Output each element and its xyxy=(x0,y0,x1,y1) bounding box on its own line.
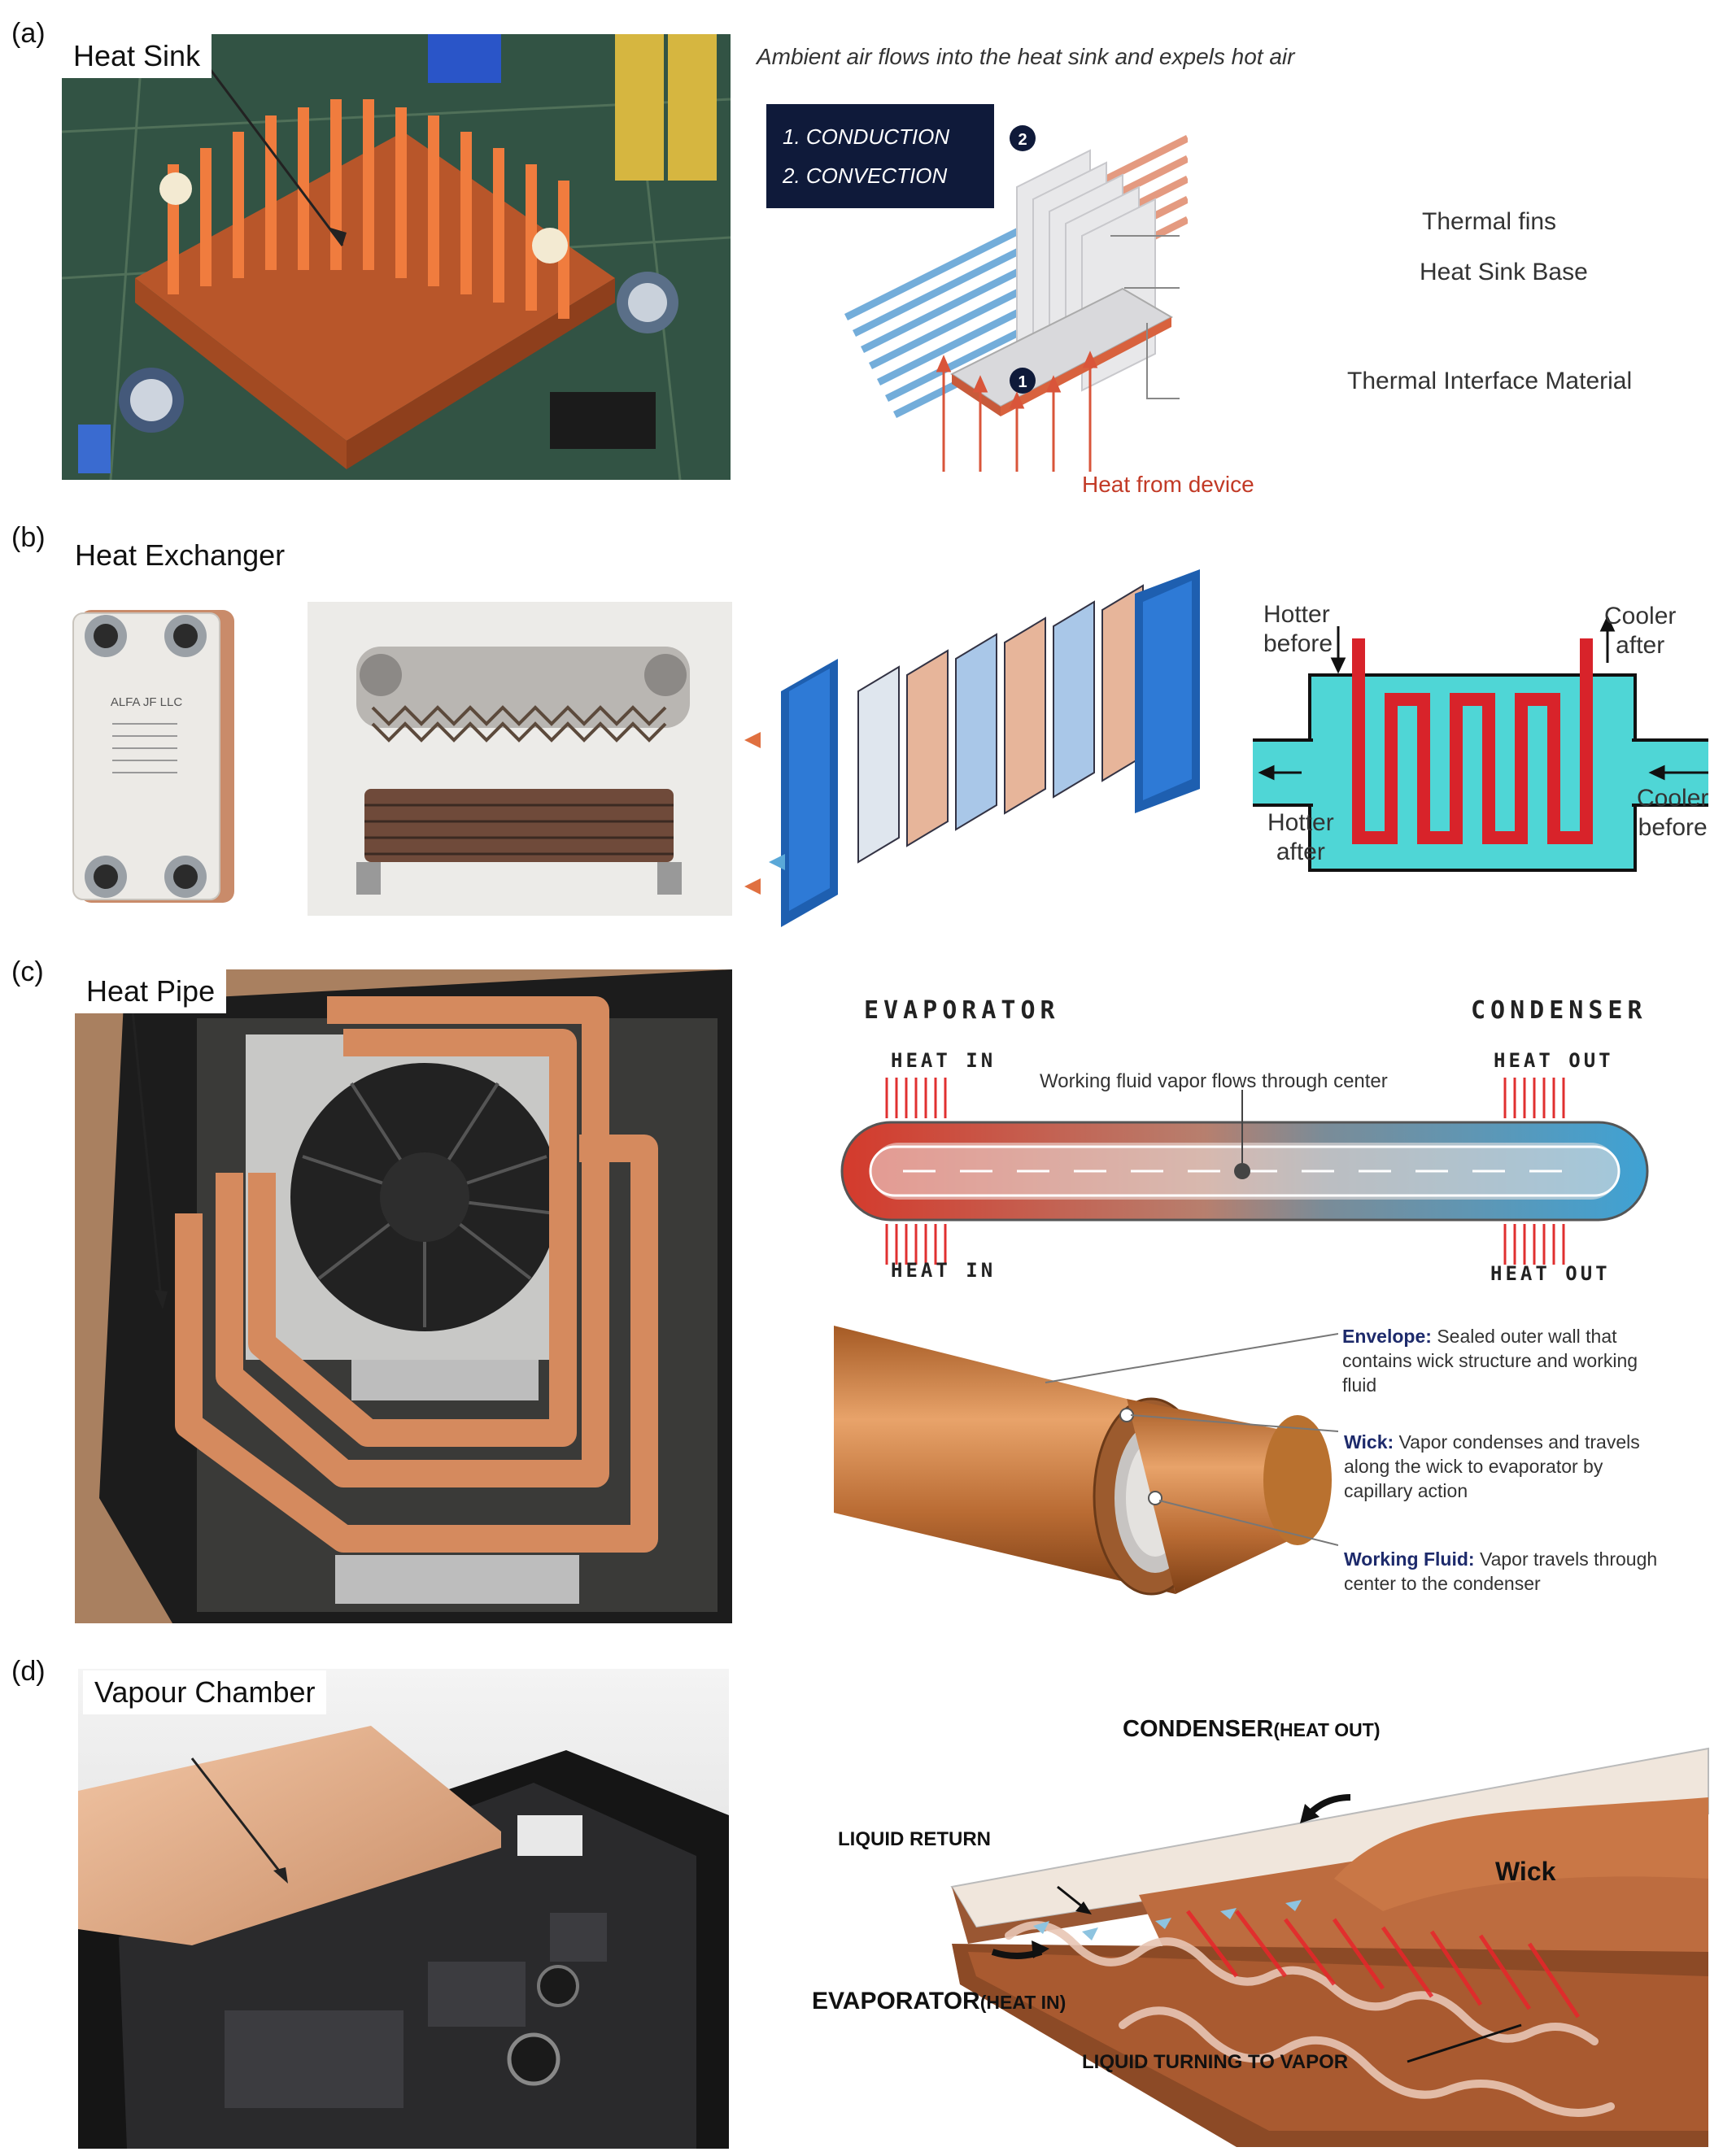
label-hotter-after: Hotter after xyxy=(1267,809,1334,865)
heat-sink-legend: 1. CONDUCTION 2. CONVECTION xyxy=(766,104,994,208)
vc-evaporator-label: EVAPORATOR(HEAT IN) xyxy=(812,1988,1067,2014)
heat-sink-diagram-title: Ambient air flows into the heat sink and… xyxy=(757,44,1295,69)
part-envelope: Envelope: Sealed outer wall that contain… xyxy=(1342,1326,1638,1396)
vc-wick-label: Wick xyxy=(1495,1857,1556,1886)
heat-pipe-cross-section xyxy=(840,1078,1649,1265)
legend-conduction: 1. CONDUCTION xyxy=(783,124,950,149)
panel-a-label: (a) xyxy=(11,18,46,49)
vapor-flow-note: Working fluid vapor flows through center xyxy=(1040,1070,1388,1092)
callout-tim: Thermal Interface Material xyxy=(1347,368,1633,394)
vc-condenser-label: CONDENSER(HEAT OUT) xyxy=(1123,1716,1381,1742)
vapour-chamber-tag: Vapour Chamber xyxy=(83,1670,327,1714)
part-wick: Wick: Vapor condenses and travels along … xyxy=(1344,1431,1640,1501)
condenser-heading: CONDENSER xyxy=(1471,996,1647,1025)
label-cooler-after: Cooler after xyxy=(1604,603,1677,659)
heat-pipe-tag: Heat Pipe xyxy=(75,969,227,1013)
panel-c-label: (c) xyxy=(11,956,44,987)
heat-exchanger-title: Heat Exchanger xyxy=(75,538,286,572)
marker-1: 1 xyxy=(1018,373,1027,391)
disassembled-exchanger-photo xyxy=(308,602,732,916)
heat-out-bottom: HEAT OUT xyxy=(1490,1262,1611,1285)
label-cooler-before: Cooler before xyxy=(1637,785,1709,841)
panel-b-label: (b) xyxy=(11,522,46,553)
product-brand-text: ALFA JF LLC xyxy=(111,695,183,709)
heat-sink-diagram: 2 1 xyxy=(844,125,1188,472)
heat-pipe-photo xyxy=(75,969,732,1623)
plate-exchanger-photo: ALFA JF LLC xyxy=(72,610,234,903)
evaporator-heading: EVAPORATOR xyxy=(864,996,1060,1025)
callout-heat-from-device: Heat from device xyxy=(1082,472,1254,497)
vc-liquid-vapor-label: LIQUID TURNING TO VAPOR xyxy=(1082,2051,1349,2073)
vc-liquid-return-label: LIQUID RETURN xyxy=(838,1828,991,1850)
panel-d-label: (d) xyxy=(11,1656,46,1687)
marker-2: 2 xyxy=(1018,131,1027,149)
heat-out-top: HEAT OUT xyxy=(1494,1049,1614,1072)
part-working-fluid: Working Fluid: Vapor travels through cen… xyxy=(1344,1548,1658,1594)
callout-heat-sink-base: Heat Sink Base xyxy=(1420,259,1588,285)
flow-schematic xyxy=(1253,615,1708,872)
heat-sink-tag: Heat Sink xyxy=(62,34,212,78)
callout-thermal-fins: Thermal fins xyxy=(1422,208,1557,235)
heat-pipe-cutaway xyxy=(834,1326,1338,1596)
vapour-chamber-diagram xyxy=(950,1747,1709,2147)
vapour-chamber-photo xyxy=(78,1669,729,2149)
heat-in-top: HEAT IN xyxy=(891,1049,997,1072)
label-hotter-before: Hotter before xyxy=(1263,601,1333,657)
legend-convection: 2. CONVECTION xyxy=(783,163,948,188)
heat-in-bottom: HEAT IN xyxy=(891,1259,997,1282)
exploded-plate-diagram xyxy=(744,569,1200,927)
heat-sink-photo xyxy=(62,34,731,480)
